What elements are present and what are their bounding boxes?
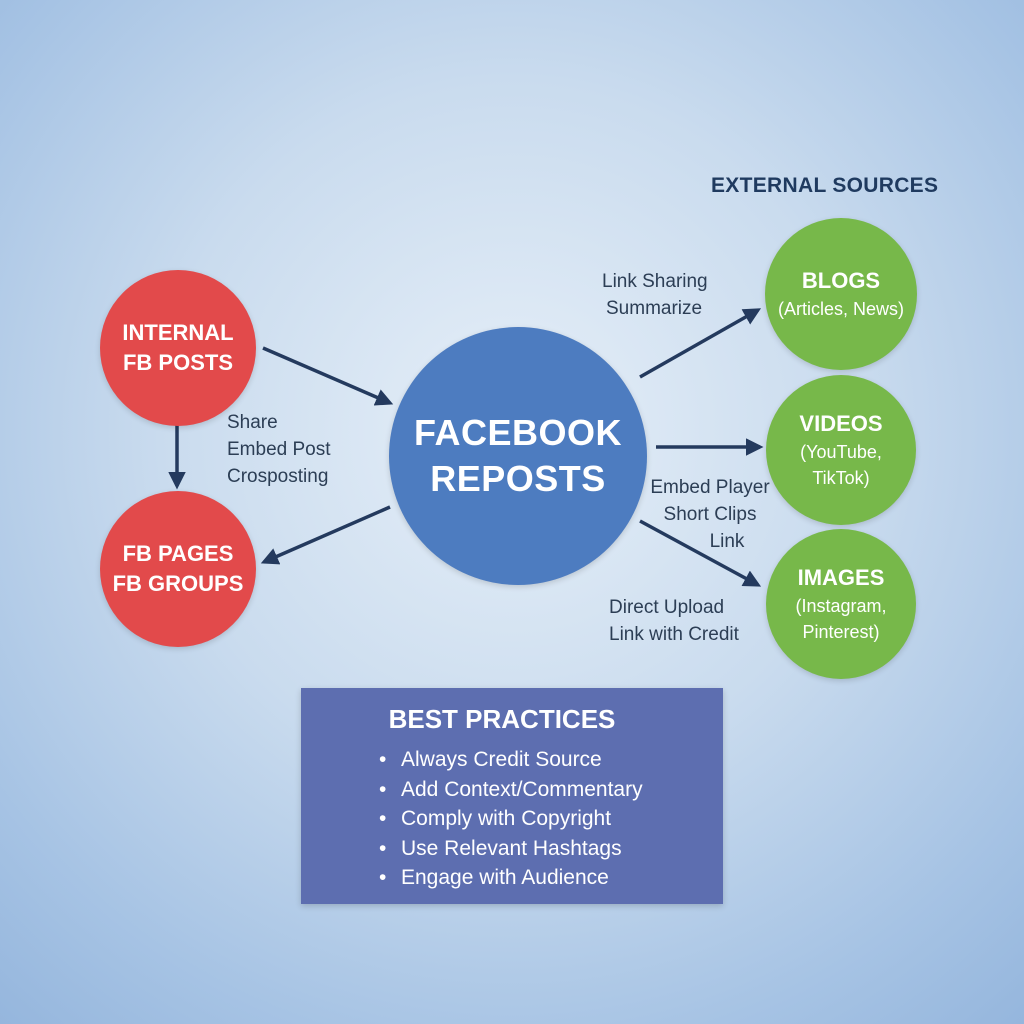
arrow-internal-to-center xyxy=(262,346,394,406)
label-embed-post: Embed Post xyxy=(227,439,331,460)
list-item: Always Credit Source xyxy=(379,745,723,775)
arrow-center-to-pages xyxy=(260,505,391,565)
best-practices-panel: BEST PRACTICES Always Credit Source Add … xyxy=(301,688,723,904)
images-labels: Direct Upload Link with Credit xyxy=(609,594,739,648)
images-sub2: Pinterest) xyxy=(802,622,880,642)
blogs-node: BLOGS (Articles, News) xyxy=(765,218,917,370)
label-summarize: Summarize xyxy=(606,298,703,319)
pages-node-line1: FB PAGES xyxy=(122,541,234,566)
list-item: Engage with Audience xyxy=(379,863,723,893)
blogs-title: BLOGS xyxy=(801,268,881,293)
list-item: Comply with Copyright xyxy=(379,804,723,834)
list-item: Add Context/Commentary xyxy=(379,775,723,805)
label-link: Link xyxy=(709,531,745,552)
best-practices-list: Always Credit Source Add Context/Comment… xyxy=(379,745,723,893)
videos-labels: Embed Player Short Clips Link xyxy=(647,474,773,555)
center-node-line1: FACEBOOK xyxy=(413,412,622,453)
internal-node-line1: INTERNAL xyxy=(122,320,234,345)
videos-sub1: (YouTube, xyxy=(800,442,882,462)
external-sources-heading: EXTERNAL SOURCES xyxy=(711,174,939,197)
label-link-with-credit: Link with Credit xyxy=(609,624,739,645)
images-node: IMAGES (Instagram, Pinterest) xyxy=(766,529,916,679)
best-practices-title: BEST PRACTICES xyxy=(388,704,616,734)
center-node-line2: REPOSTS xyxy=(430,458,606,499)
share-labels: Share Embed Post Crosposting xyxy=(227,409,331,490)
facebook-reposts-node: FACEBOOK REPOSTS xyxy=(389,327,647,585)
label-link-sharing: Link Sharing xyxy=(602,271,708,292)
videos-node: VIDEOS (YouTube, TikTok) xyxy=(766,375,916,525)
internal-node-line2: FB POSTS xyxy=(122,350,233,375)
label-direct-upload: Direct Upload xyxy=(609,597,725,618)
blogs-sub: (Articles, News) xyxy=(777,299,904,319)
images-sub1: (Instagram, xyxy=(795,596,887,616)
internal-fb-posts-node: INTERNAL FB POSTS xyxy=(100,270,256,426)
blogs-labels: Link Sharing Summarize xyxy=(602,268,708,322)
pages-node-line2: FB GROUPS xyxy=(112,571,244,596)
videos-sub2: TikTok) xyxy=(812,468,870,488)
arrow-center-to-blogs xyxy=(639,308,762,379)
label-embed-player: Embed Player xyxy=(650,477,770,498)
label-share: Share xyxy=(227,412,278,433)
list-item: Use Relevant Hashtags xyxy=(379,834,723,864)
label-short-clips: Short Clips xyxy=(663,504,757,525)
fb-pages-groups-node: FB PAGES FB GROUPS xyxy=(100,491,256,647)
videos-title: VIDEOS xyxy=(799,411,883,436)
images-title: IMAGES xyxy=(797,565,885,590)
arrow-center-to-images xyxy=(639,519,762,587)
label-crossposting: Crosposting xyxy=(227,466,329,487)
